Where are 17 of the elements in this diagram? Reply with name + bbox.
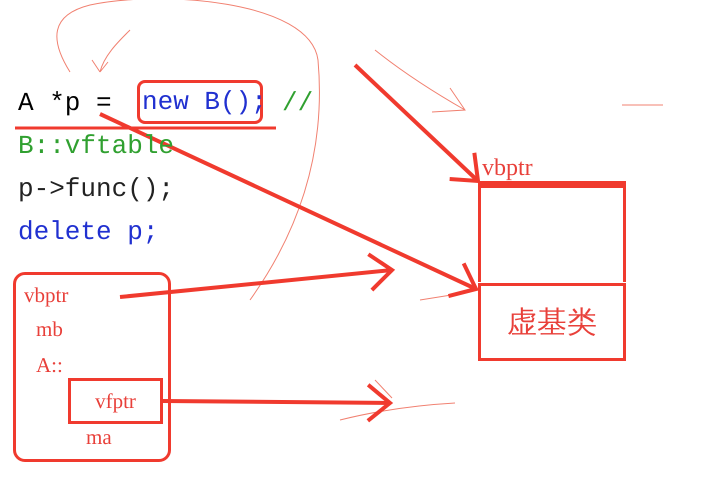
member-text: A:: bbox=[36, 353, 63, 378]
member-text: vbptr bbox=[24, 283, 68, 308]
object-layout-box bbox=[13, 272, 171, 462]
code-text: A *p = bbox=[18, 88, 112, 118]
code-text: p->func(); bbox=[18, 174, 174, 204]
arrow bbox=[120, 252, 394, 299]
code-text: B::vftable bbox=[18, 131, 174, 161]
code-text: delete p; bbox=[18, 217, 158, 247]
arrow bbox=[162, 382, 392, 423]
highlight-box: vfptr bbox=[68, 378, 163, 424]
code-text: // bbox=[282, 88, 314, 118]
arrow bbox=[354, 64, 480, 183]
member-text: mb bbox=[36, 317, 63, 342]
member-text: ma bbox=[86, 425, 112, 450]
memory-block: 虚基类 bbox=[478, 283, 626, 361]
block-heading: vbptr bbox=[481, 155, 534, 181]
arrow bbox=[99, 112, 478, 298]
